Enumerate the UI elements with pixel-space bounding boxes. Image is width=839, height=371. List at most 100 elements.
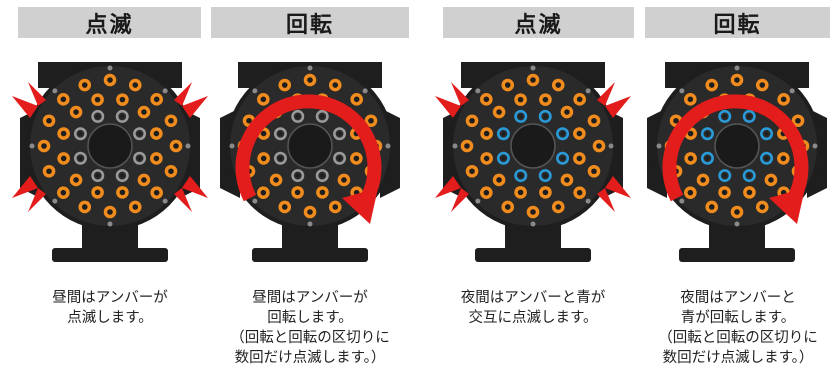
blue-led <box>556 127 570 141</box>
screw-dot <box>29 143 35 149</box>
led-center <box>705 156 710 161</box>
led-center <box>596 143 602 149</box>
header-rotate-night: 回転 <box>645 7 830 38</box>
led-center <box>260 155 267 162</box>
caption-blink-night: 夜間はアンバーと青が 交互に点滅します。 <box>433 288 633 328</box>
led-center <box>353 96 360 103</box>
rotation-arrowhead-icon <box>342 188 378 224</box>
led-center <box>687 189 694 196</box>
screw-dot <box>475 88 481 94</box>
caption-rotate-night: 夜間はアンバーと 青が回転します。 （回転と回転の区切りに 数回だけ点滅します。… <box>637 288 839 368</box>
led-center <box>496 177 502 183</box>
caption-line: （回転と回転の区切りに <box>658 330 818 346</box>
led-center <box>721 189 728 196</box>
led-center <box>94 96 101 103</box>
flash-ray-icon <box>182 96 208 118</box>
center-hub <box>714 123 760 169</box>
led-center <box>341 177 347 183</box>
caption-line: 夜間はアンバーと青が <box>460 290 606 306</box>
screw-dot <box>679 88 685 94</box>
screw-dot <box>162 198 168 204</box>
led-center <box>119 96 126 103</box>
center-hub <box>287 123 333 169</box>
caption-blink-day: 昼間はアンバーが 点滅します。 <box>10 288 210 328</box>
led-center <box>260 96 267 103</box>
light-diagram-rotate-day <box>210 48 410 278</box>
led-center <box>73 109 79 115</box>
light-svg <box>435 62 631 262</box>
flash-ray-icon <box>28 188 46 212</box>
led-center <box>132 82 139 88</box>
led-center <box>320 173 325 178</box>
header-label: 点滅 <box>514 12 563 38</box>
led-center <box>119 189 126 196</box>
light-svg <box>12 62 208 262</box>
led-center <box>137 156 142 161</box>
caption-line: 昼間はアンバーが <box>252 290 368 306</box>
caption-line: 点滅します。 <box>67 310 153 326</box>
led-center <box>278 131 283 136</box>
blue-led <box>514 109 528 123</box>
blue-led <box>514 169 528 183</box>
inactive-led <box>115 169 129 183</box>
housing-base <box>475 248 591 262</box>
flash-ray-icon <box>597 82 615 106</box>
center-hub <box>510 123 556 169</box>
led-center <box>780 96 787 103</box>
screw-dot <box>107 65 113 71</box>
screw-dot <box>812 143 818 149</box>
led-center <box>94 189 101 196</box>
blue-led <box>556 151 570 165</box>
led-center <box>107 209 113 215</box>
led-center <box>281 204 288 210</box>
led-center <box>319 189 326 196</box>
led-center <box>260 130 267 137</box>
led-center <box>153 189 160 196</box>
led-center <box>576 155 583 162</box>
blue-led <box>718 169 732 183</box>
inactive-led <box>315 169 329 183</box>
led-center <box>41 143 47 149</box>
inactive-led <box>291 109 305 123</box>
screw-dot <box>107 221 113 227</box>
led-center <box>564 109 570 115</box>
inactive-led <box>315 109 329 123</box>
led-center <box>332 82 339 88</box>
flash-ray-icon <box>174 188 192 212</box>
screw-dot <box>252 198 258 204</box>
led-center <box>60 189 67 196</box>
led-center <box>759 204 766 210</box>
led-center <box>543 173 548 178</box>
led-center <box>673 117 679 124</box>
led-center <box>168 168 174 175</box>
screw-dot <box>385 143 391 149</box>
led-center <box>81 204 88 210</box>
led-center <box>464 143 470 149</box>
blue-led <box>496 127 510 141</box>
led-center <box>734 209 740 215</box>
light-diagram-rotate-night <box>637 48 837 278</box>
screw-dot <box>362 88 368 94</box>
flash-ray-icon <box>435 176 461 198</box>
led-center <box>95 114 100 119</box>
led-center <box>78 131 83 136</box>
screw-dot <box>475 198 481 204</box>
led-center <box>120 114 125 119</box>
led-group <box>37 73 183 219</box>
flash-ray-icon <box>605 96 631 118</box>
screw-dot <box>252 88 258 94</box>
led-center <box>501 156 506 161</box>
housing-base <box>52 248 168 262</box>
screw-dot <box>608 143 614 149</box>
led-center <box>687 155 694 162</box>
led-center <box>564 177 570 183</box>
led-center <box>734 77 740 83</box>
led-center <box>141 109 147 115</box>
led-center <box>78 156 83 161</box>
led-center <box>722 173 727 178</box>
led-center <box>591 117 597 124</box>
led-center <box>168 117 174 124</box>
screw-dot <box>530 221 536 227</box>
inactive-led <box>73 127 87 141</box>
led-center <box>722 114 727 119</box>
